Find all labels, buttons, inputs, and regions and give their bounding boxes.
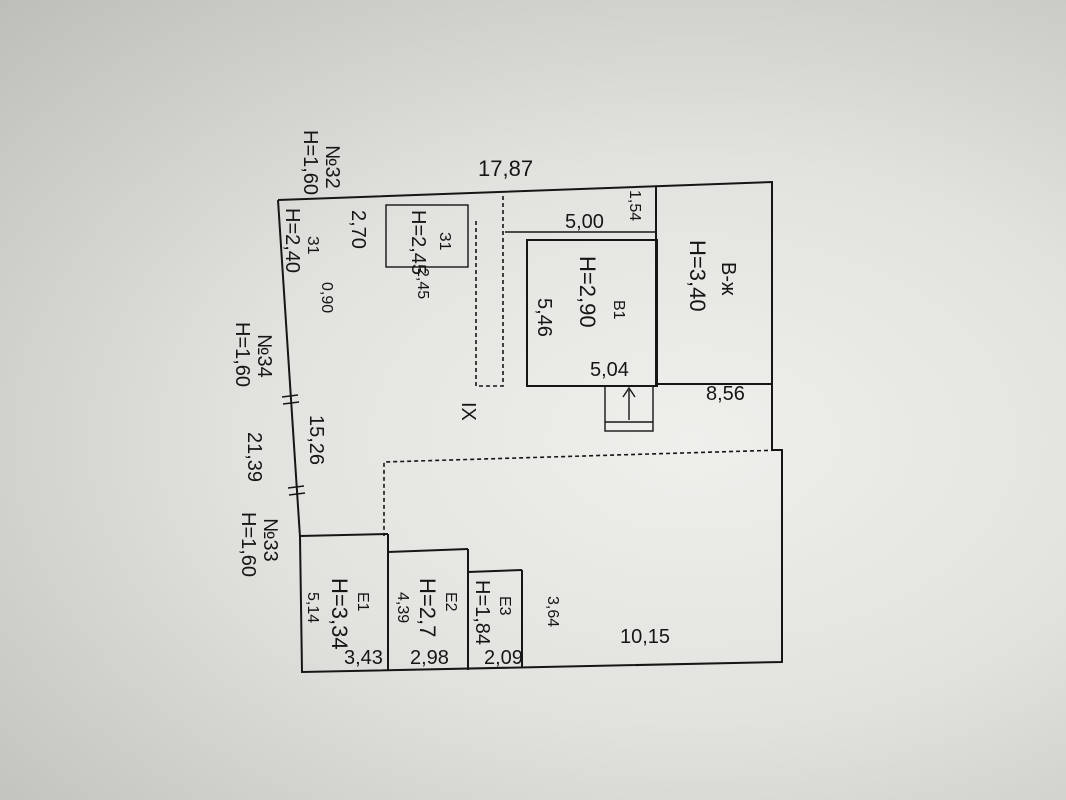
dim-room-v-bottom: 5,04 [590, 359, 629, 381]
left-wall-tick-1 [281, 394, 299, 398]
room-z-label: З1 [436, 232, 453, 251]
dim-room-e3-depth: 3,64 [544, 596, 561, 627]
room-e2-top [387, 548, 469, 553]
room-z-height: H=2,45 [407, 210, 429, 275]
annotation-n32-height: H=1,60 [299, 130, 321, 195]
room-b-height: H=3,40 [685, 240, 710, 312]
room-e2-height: H=2,7 [415, 578, 440, 637]
dim-left-segment-b: 0,90 [318, 282, 335, 313]
left-wall-tick-4 [288, 492, 306, 496]
dim-left-segment-a: 2,70 [347, 210, 369, 249]
dim-bottom-right: 10,15 [620, 626, 670, 648]
room-v-height: H=2,90 [575, 256, 600, 328]
dim-room-v-top: 5,00 [565, 211, 604, 233]
stair-outline [604, 385, 654, 432]
stair-arrow-head [622, 386, 636, 398]
main-hall-label: IX [457, 402, 479, 421]
room-z-outline [385, 204, 469, 268]
dim-room-v-left: 5,46 [533, 298, 555, 337]
room-e1-height: H=3,34 [327, 578, 352, 650]
room-b-label: В-ж [717, 262, 739, 296]
annotation-n33: №33 [259, 518, 281, 562]
dim-top-length: 17,87 [478, 156, 533, 181]
hall-dashed-wall [475, 196, 504, 387]
room-e2-label: Е2 [442, 592, 459, 612]
side-room-label: З1 [304, 236, 321, 255]
dim-room-e2-depth: 4,39 [394, 592, 411, 623]
annotation-n33-height: H=1,60 [237, 512, 259, 577]
dim-room-z-width: 2,45 [414, 268, 431, 299]
annotation-n32: №32 [321, 145, 343, 189]
dim-room-e1-width: 3,43 [344, 647, 383, 669]
dim-left-total: 21,39 [243, 432, 265, 482]
room-e-top [299, 533, 389, 537]
room-e3-label: Е3 [496, 596, 513, 616]
room-v-outline [526, 239, 658, 387]
lower-partition-dashed [383, 449, 783, 536]
dim-room-e3-width: 2,09 [484, 647, 523, 669]
dim-room-e2-width: 2,98 [410, 647, 449, 669]
side-room-height: H=2,40 [281, 208, 303, 273]
dim-left-upper: 15,26 [305, 415, 327, 465]
dim-right-width: 8,56 [706, 383, 745, 405]
annotation-n34-height: H=1,60 [231, 322, 253, 387]
annotation-n34: №34 [253, 334, 275, 378]
room-e3-top [467, 569, 523, 573]
room-v-label: В1 [610, 300, 627, 320]
left-wall-tick-2 [282, 401, 300, 405]
left-wall-tick-3 [287, 485, 305, 489]
outer-wall [277, 180, 783, 674]
room-e3-height: H=1,84 [471, 580, 493, 645]
room-e1-label: Е1 [354, 592, 371, 612]
dim-room-e1-depth: 5,14 [304, 592, 321, 623]
dim-room-v-right: 1,54 [626, 190, 643, 221]
